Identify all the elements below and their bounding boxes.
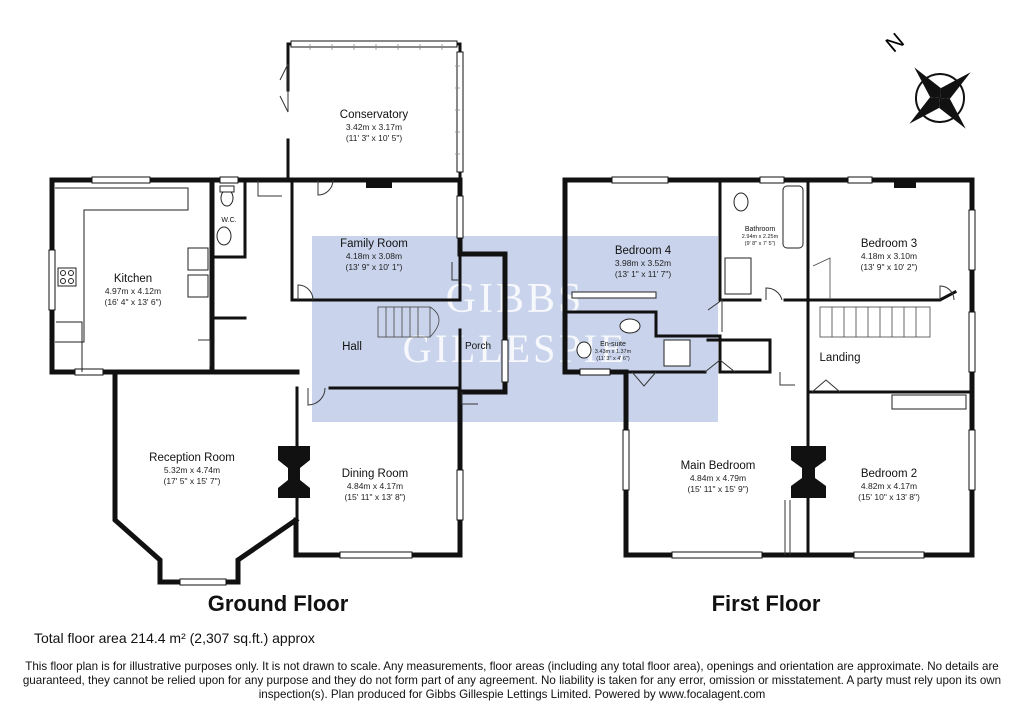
main-bedroom-name: Main Bedroom [681, 460, 756, 472]
first-floor-windows [579, 176, 976, 559]
conservatory-metric: 3.42m x 3.17m [346, 122, 402, 132]
ensuite-metric: 3.43m x 1.37m [595, 349, 632, 355]
room-labels: Conservatory 3.42m x 3.17m (11' 3" x 10'… [104, 109, 920, 502]
dining-room-metric: 4.84m x 4.17m [347, 481, 403, 491]
hall-name: Hall [342, 341, 362, 353]
bedroom4-name: Bedroom 4 [615, 245, 672, 257]
kitchen-units [55, 187, 209, 372]
bedroom3-metric: 4.18m x 3.10m [861, 251, 917, 261]
ground-stairs [377, 306, 440, 338]
first-floor-title: First Floor [712, 591, 821, 616]
ground-floor-title: Ground Floor [208, 591, 349, 616]
bedroom2-imperial: (15' 10" x 13' 8") [858, 492, 920, 502]
dining-room-name: Dining Room [342, 468, 408, 480]
conservatory-name: Conservatory [340, 109, 409, 121]
kitchen-imperial: (16' 4" x 13' 6") [104, 297, 161, 307]
watermark-line-2: GILLESPIE [403, 326, 628, 371]
ground-floor-windows [48, 40, 509, 586]
bathroom-fittings [571, 185, 967, 410]
main-bedroom-metric: 4.84m x 4.79m [690, 473, 746, 483]
ensuite-imperial: (11' 3" x 4' 6") [596, 356, 630, 362]
bathroom-metric: 2.94m x 2.25m [742, 234, 779, 240]
bathroom-name: Bathroom [745, 226, 776, 233]
conservatory-imperial: (11' 3" x 10' 5") [346, 133, 403, 143]
watermark-background [312, 236, 718, 422]
reception-room-imperial: (17' 5" x 15' 7") [163, 476, 220, 486]
family-room-metric: 4.18m x 3.08m [346, 251, 402, 261]
bathroom-imperial: (9' 8" x 7' 5") [745, 241, 776, 247]
porch-name: Porch [465, 341, 491, 352]
wc-name: W.C. [221, 217, 236, 224]
bedroom4-metric: 3.98m x 3.52m [615, 258, 671, 268]
kitchen-name: Kitchen [114, 273, 152, 285]
total-floor-area: Total floor area 214.4 m² (2,307 sq.ft.)… [34, 630, 315, 646]
bedroom2-name: Bedroom 2 [861, 468, 917, 480]
first-stairs [812, 257, 931, 338]
main-bedroom-imperial: (15' 11" x 15' 9") [687, 484, 748, 494]
bedroom4-imperial: (13' 1" x 11' 7") [615, 269, 672, 279]
disclaimer-text: This floor plan is for illustrative purp… [22, 660, 1002, 701]
door-swings-ground [198, 63, 478, 406]
landing-name: Landing [820, 352, 861, 364]
bedroom3-name: Bedroom 3 [861, 238, 917, 250]
dining-room-imperial: (15' 11" x 13' 8") [344, 492, 405, 502]
ensuite-name: En-suite [600, 341, 626, 348]
compass-north-label: N [881, 28, 909, 57]
wc-fittings [216, 185, 235, 246]
compass-rose-icon [909, 67, 971, 129]
bedroom3-imperial: (13' 9" x 10' 2") [860, 262, 917, 272]
family-room-imperial: (13' 9" x 10' 1") [345, 262, 402, 272]
kitchen-metric: 4.97m x 4.12m [105, 286, 161, 296]
reception-room-metric: 5.32m x 4.74m [164, 465, 220, 475]
door-swings-first [631, 285, 955, 555]
conservatory-frame [309, 44, 460, 155]
family-room-name: Family Room [340, 238, 408, 250]
bedroom2-metric: 4.82m x 4.17m [861, 481, 917, 491]
watermark-line-1: GIBBS [446, 276, 585, 322]
reception-room-name: Reception Room [149, 452, 235, 464]
